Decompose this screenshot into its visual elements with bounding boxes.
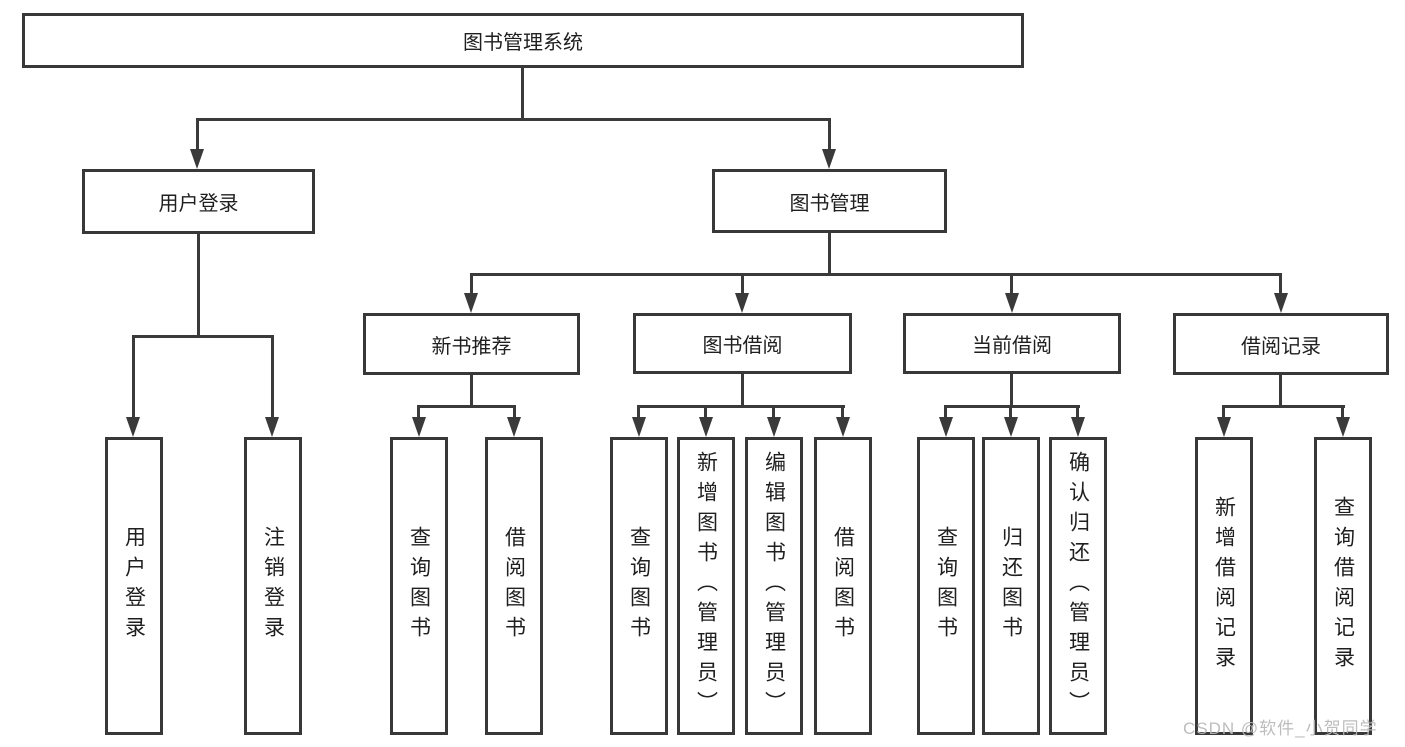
connector-line	[741, 374, 744, 405]
arrowhead-down-icon	[1274, 293, 1288, 313]
leaf-add-borrow-record: 新增借阅记录	[1195, 437, 1253, 735]
leaf-add-books-admin: 新增图书（管理员）	[677, 437, 735, 735]
node-book-management: 图书管理	[712, 169, 947, 233]
node-label: 用户登录	[158, 193, 239, 215]
connector-line	[1009, 405, 1012, 419]
leaf-user-login: 用户登录	[105, 437, 163, 735]
node-root-system: 图书管理系统	[22, 13, 1024, 68]
arrowhead-down-icon	[1071, 417, 1085, 437]
connector-line	[1010, 374, 1013, 405]
connector-line	[197, 234, 200, 335]
connector-line	[470, 375, 473, 405]
arrowhead-down-icon	[1004, 417, 1018, 437]
arrowhead-down-icon	[265, 417, 279, 437]
connector-line	[637, 405, 640, 419]
connector-line	[521, 68, 524, 118]
connector-line	[741, 273, 744, 295]
leaf-label: 编辑图书（管理员）	[762, 451, 786, 721]
connector-line	[1222, 405, 1225, 419]
leaf-return-books: 归还图书	[982, 437, 1040, 735]
leaf-query-books-current: 查询图书	[917, 437, 975, 735]
connector-line	[513, 405, 516, 419]
connector-line	[417, 405, 420, 419]
connector-line	[470, 273, 1282, 276]
arrowhead-down-icon	[699, 417, 713, 437]
connector-line	[132, 335, 274, 338]
leaf-logout: 注销登录	[244, 437, 302, 735]
csdn-watermark: CSDN @软件_小贺同学	[1183, 719, 1378, 738]
leaf-label: 借阅图书	[502, 526, 526, 646]
connector-line	[944, 405, 1080, 408]
connector-line	[196, 118, 831, 121]
connector-line	[271, 335, 274, 419]
connector-line	[704, 405, 707, 419]
leaf-label: 查询图书	[407, 526, 431, 646]
leaf-label: 查询图书	[627, 526, 651, 646]
leaf-label: 新增图书（管理员）	[694, 451, 718, 721]
node-book-borrow: 图书借阅	[633, 313, 852, 374]
arrowhead-down-icon	[507, 417, 521, 437]
arrowhead-down-icon	[767, 417, 781, 437]
node-borrow-record: 借阅记录	[1173, 313, 1389, 375]
leaf-query-books-borrow: 查询图书	[610, 437, 668, 735]
node-current-borrow: 当前借阅	[903, 313, 1121, 374]
node-new-book-recommend: 新书推荐	[363, 313, 580, 375]
node-label: 图书借阅	[702, 335, 783, 357]
leaf-borrow-books-recommend: 借阅图书	[485, 437, 543, 735]
arrowhead-down-icon	[1336, 417, 1350, 437]
leaf-confirm-return-admin: 确认归还（管理员）	[1049, 437, 1107, 735]
connector-line	[944, 405, 947, 419]
connector-line	[828, 233, 831, 273]
connector-line	[841, 405, 844, 419]
connector-line	[1076, 405, 1079, 419]
arrowhead-down-icon	[735, 293, 749, 313]
leaf-edit-books-admin: 编辑图书（管理员）	[745, 437, 803, 735]
arrowhead-down-icon	[412, 417, 426, 437]
arrowhead-down-icon	[1005, 293, 1019, 313]
leaf-label: 新增借阅记录	[1212, 496, 1236, 676]
arrowhead-down-icon	[126, 417, 140, 437]
connector-line	[132, 335, 135, 419]
leaf-label: 查询借阅记录	[1331, 496, 1355, 676]
connector-line	[1341, 405, 1344, 419]
connector-line	[1010, 273, 1013, 295]
arrowhead-down-icon	[632, 417, 646, 437]
arrowhead-down-icon	[822, 149, 836, 169]
connector-line	[470, 273, 473, 295]
connector-line	[196, 118, 199, 151]
node-label: 图书管理	[789, 192, 870, 215]
arrowhead-down-icon	[190, 149, 204, 169]
arrowhead-down-icon	[464, 293, 478, 313]
node-label: 借阅记录	[1241, 335, 1321, 358]
leaf-query-books-recommend: 查询图书	[390, 437, 448, 735]
connector-line	[828, 118, 831, 151]
leaf-borrow-books: 借阅图书	[814, 437, 872, 735]
arrowhead-down-icon	[939, 417, 953, 437]
connector-line	[1279, 375, 1282, 405]
node-label: 当前借阅	[972, 335, 1052, 357]
leaf-label: 归还图书	[999, 526, 1023, 646]
node-user-login: 用户登录	[82, 169, 315, 234]
leaf-label: 注销登录	[261, 526, 285, 646]
arrowhead-down-icon	[1217, 417, 1231, 437]
connector-line	[1279, 273, 1282, 295]
connector-line	[637, 405, 845, 408]
leaf-label: 确认归还（管理员）	[1066, 451, 1090, 721]
node-label: 新书推荐	[431, 335, 512, 358]
leaf-label: 借阅图书	[831, 526, 855, 646]
node-label: 图书管理系统	[463, 32, 583, 54]
connector-line	[417, 405, 516, 408]
connector-line	[1222, 405, 1345, 408]
arrowhead-down-icon	[836, 417, 850, 437]
leaf-label: 查询图书	[934, 526, 958, 646]
connector-line	[772, 405, 775, 419]
leaf-query-borrow-record: 查询借阅记录	[1314, 437, 1372, 735]
leaf-label: 用户登录	[122, 526, 146, 646]
